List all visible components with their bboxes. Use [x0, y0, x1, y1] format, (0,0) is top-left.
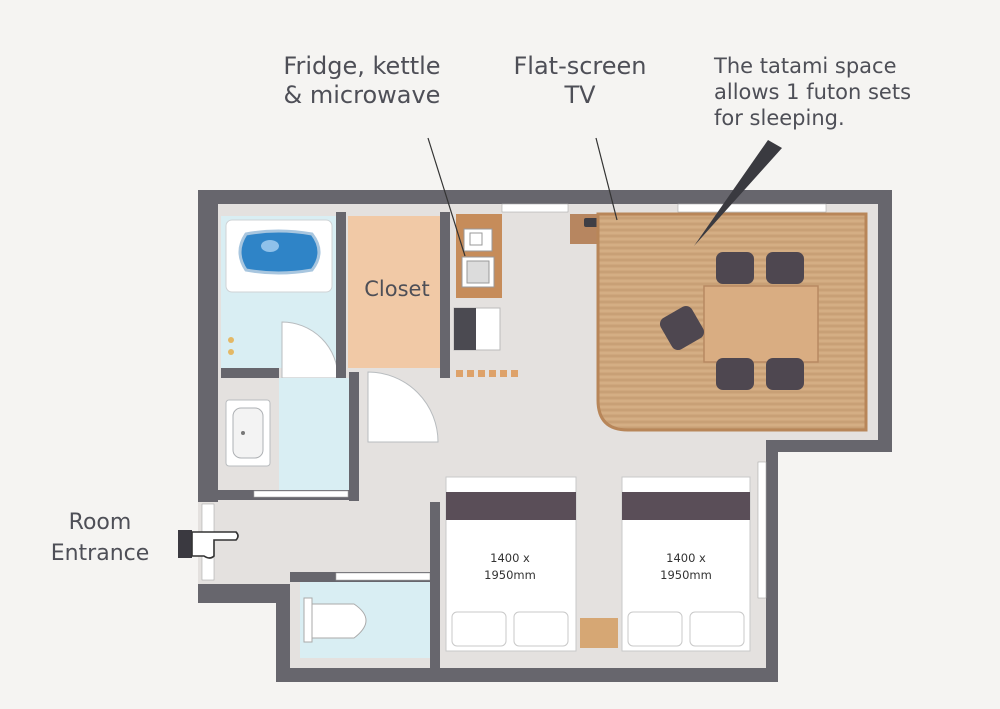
window: [335, 572, 431, 581]
interior-wall: [221, 368, 279, 378]
kettle-icon: [463, 228, 493, 252]
interior-wall: [349, 372, 359, 501]
kettle-icon: [469, 232, 483, 246]
callout-line: & microwave: [283, 80, 441, 109]
fridge-door-icon: [454, 308, 476, 350]
callout-line: for sleeping.: [714, 106, 845, 131]
nightstand: [580, 618, 618, 648]
leader-line-tv: [595, 137, 618, 221]
window: [677, 203, 827, 213]
toilet-tank-icon: [303, 597, 313, 643]
window: [253, 490, 349, 498]
chair-icon: [716, 252, 754, 284]
dining-table: [703, 285, 819, 363]
closet-door-swing: [367, 371, 439, 443]
callout-room-entrance: Room Entrance: [40, 507, 160, 569]
chair-icon: [766, 358, 804, 390]
sink-basin-icon: [232, 407, 264, 459]
interior-wall: [430, 502, 440, 668]
callout-line: Fridge, kettle: [283, 52, 441, 80]
bathtub-highlight: [261, 240, 279, 252]
double-bed: [445, 476, 577, 652]
closet-label: Closet: [364, 277, 430, 301]
side-window: [757, 461, 767, 599]
chair-icon: [659, 305, 705, 351]
callout-tatami-space: The tatami space allows 1 futon sets for…: [714, 53, 911, 131]
callout-line: allows 1 futon sets: [714, 80, 912, 105]
interior-wall: [336, 212, 346, 378]
bed-size-line: 1400 x: [490, 551, 530, 565]
microwave-icon: [466, 260, 490, 284]
callout-line: Entrance: [50, 541, 150, 567]
chair-icon: [716, 358, 754, 390]
callout-line: Room: [68, 510, 132, 535]
bed-size-line: 1400 x: [666, 551, 706, 565]
window: [501, 203, 569, 213]
callout-flat-screen-tv: Flat-screen TV: [505, 52, 655, 110]
bed-size-line: 1950mm: [660, 568, 712, 583]
shoe-rack-icon: [456, 370, 518, 377]
callout-fridge-kettle-microwave: Fridge, kettle & microwave: [262, 52, 462, 110]
shower-control-icon: [228, 337, 234, 343]
bed-size-label: 1400 x 1950mm: [622, 550, 750, 585]
callout-pointer-tatami: [694, 140, 782, 246]
interior-wall: [440, 212, 450, 378]
callout-line: Flat-screen: [513, 52, 647, 80]
bed-size-line: 1950mm: [484, 568, 536, 583]
washroom-floor: [279, 378, 349, 491]
leader-line-fridge: [427, 137, 466, 257]
callout-line: The tatami space: [714, 54, 897, 78]
double-bed: [621, 476, 751, 652]
bed-size-label: 1400 x 1950mm: [446, 550, 574, 585]
pointing-hand-icon: [178, 530, 239, 559]
closet-floor: [348, 216, 440, 368]
shower-control-icon: [228, 349, 234, 355]
chair-icon: [766, 252, 804, 284]
toilet-icon: [311, 603, 367, 639]
callout-line: TV: [564, 80, 596, 109]
bathtub-icon: [238, 229, 321, 275]
drain-icon: [241, 431, 245, 435]
